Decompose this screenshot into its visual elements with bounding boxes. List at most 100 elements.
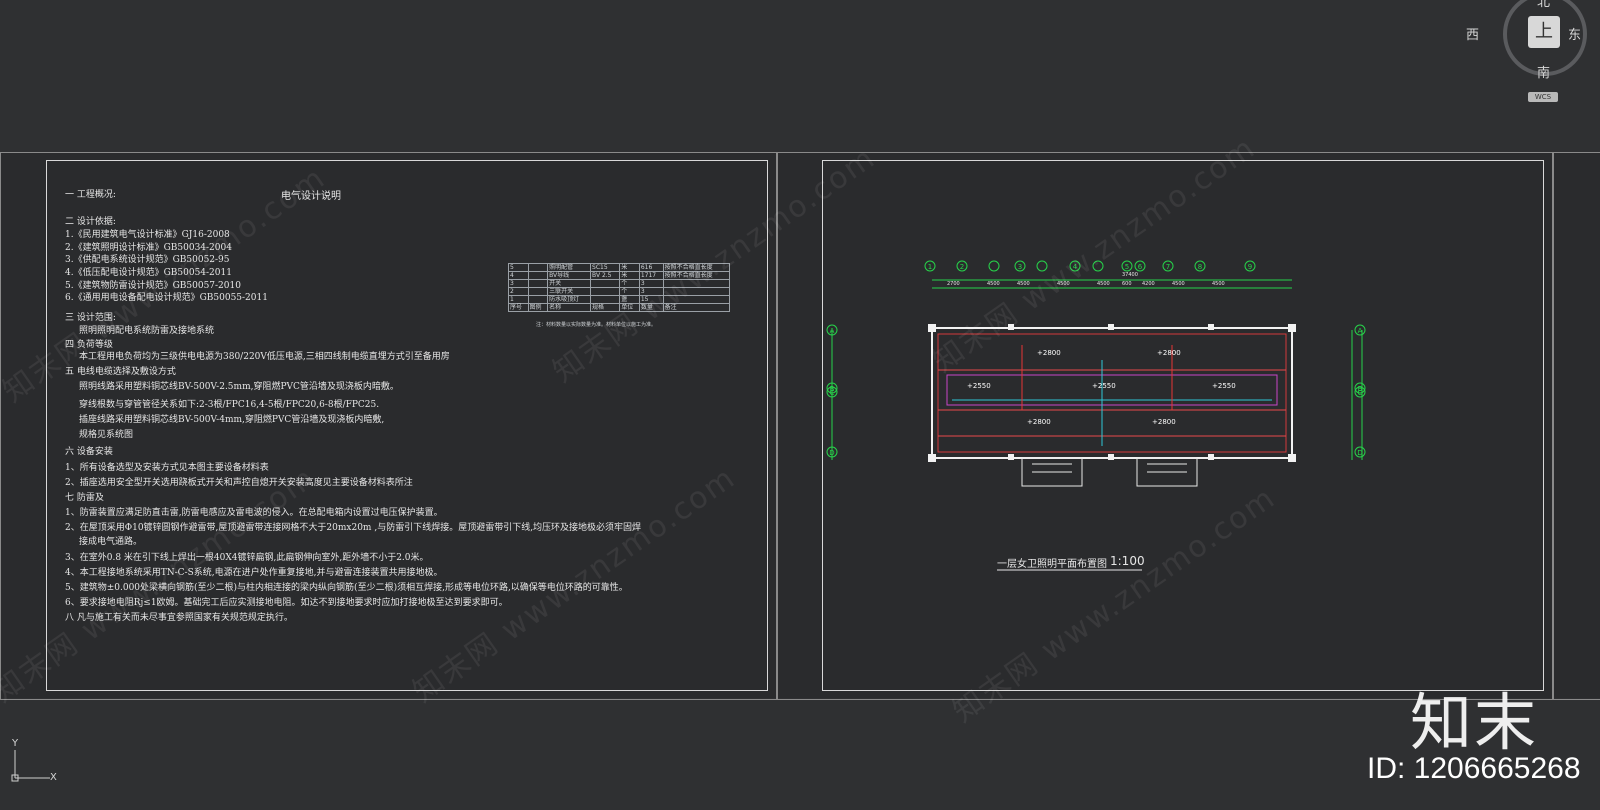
axis-bubble [826,382,838,394]
dimension-text: 4500 [1212,281,1225,287]
axis-label: A [1358,327,1363,335]
viewcube-ring[interactable] [1503,0,1587,76]
axis-bubble [1121,260,1133,272]
note-line: 照明照明配电系统防雷及接地系统 [79,326,215,336]
layout-sheet-band [0,152,1600,698]
note-line: 八 凡与施工有关而未尽事宜参照国家有关规范规定执行。 [65,613,293,623]
viewcube-west[interactable]: 西 [1466,28,1480,43]
dimension-text: 4500 [1097,281,1110,287]
note-line: 插座线路采用塑料铜芯线BV-500V-4mm,穿阻燃PVC管沿墙及现浇板内暗敷, [79,415,385,425]
axis-bubble [1354,382,1366,394]
note-line: 三 设计范围: [65,313,116,323]
axis-bubble [956,260,968,272]
note-line: 规格见系统图 [79,430,134,440]
note-line: 接成电气通路。 [79,537,143,547]
sheet1-frame: 电气设计说明 一 工程概况:二 设计依据:1.《民用建筑电气设计标准》GJ16-… [46,160,768,691]
axis-label: 5 [1125,263,1129,271]
axis-bubble [1244,260,1256,272]
legend-cell [527,263,549,272]
legend-cell: 图例 [527,303,549,312]
axis-bubble [1134,260,1146,272]
ucs-y-label: Y [12,738,19,749]
axis-label: 3 [1018,263,1022,271]
ucs-x-label: X [50,772,57,783]
sheet3-paper [1552,152,1600,700]
brand-logo: 知末 [1410,686,1539,759]
axis-bubble [1162,260,1174,272]
legend-cell: 规格 [590,303,621,312]
note-line: 4、本工程接地系统采用TN-C-S系统,电源在进户处作重复接地,并与避雷连接装置… [65,568,443,578]
note-line: 七 防雷及 [65,493,104,503]
dimension-text: 4500 [1017,281,1030,287]
sheet2-paper [776,152,1554,700]
sheet1-title: 电气设计说明 [281,191,341,202]
legend-cell [527,295,549,304]
axis-label: C [1358,389,1363,397]
dimension-text: 4500 [1057,281,1070,287]
axis-label: B [830,385,835,393]
legend-cell: 备注 [662,303,731,312]
axis-bubble [1354,446,1366,458]
legend-note: 注：材料数量以实际数量为准。材料单位以施工为准。 [536,322,657,328]
axis-bubble [1354,324,1366,336]
legend-cell: 米 [619,271,640,280]
note-line: 3.《供配电系统设计规范》GB50052-95 [65,255,230,265]
legend-cell [527,279,549,288]
legend-row: 序号图例名称规格单位数量备注 [508,303,731,312]
elevation-mark: +2800 [1157,349,1181,357]
note-line: 1、防雷装置应满足防直击雷,防雷电感应及雷电波的侵入。在总配电箱内设置过电压保护… [65,508,443,518]
axis-bubble [1036,260,1048,272]
legend-cell: SC15 [590,263,621,272]
axis-bubble [826,386,838,398]
axis-label: 9 [1248,263,1252,271]
legend-cell: 1 [508,295,529,304]
legend-cell: 名称 [547,303,592,312]
plan-scale: 1:100 [1110,554,1145,568]
axis-label: 8 [1198,263,1202,271]
axis-label: 6 [1138,263,1143,271]
viewcube-top-face[interactable]: 上 [1528,16,1560,48]
legend-cell [527,287,549,296]
axis-label: B [1358,385,1363,393]
legend-cell: 个 [619,279,640,288]
elevation-mark: +2550 [967,382,991,390]
dimension-text: 2700 [947,281,960,287]
note-line: 一 工程概况: [65,190,116,200]
legend-cell: 2 [508,287,529,296]
legend-cell: 防水吸顶灯 [547,295,592,304]
dimension-text: 600 [1122,281,1132,287]
viewcube-south[interactable]: 南 [1537,66,1551,81]
legend-cell: BV 2.5 [590,271,621,280]
note-line: 5.《建筑物防雷设计规范》GB50057-2010 [65,281,241,291]
viewcube-north[interactable]: 北 [1537,0,1551,10]
axis-label: A [830,327,835,335]
axis-bubble [826,446,838,458]
legend-cell: 3 [508,279,529,288]
note-line: 3、在室外0.8 米在引下线上焊出一根40X4镀锌扁钢,此扁钢伸向室外,距外墙不… [65,553,429,563]
dimension-text: 37400 [1122,272,1138,278]
axis-label: D [1357,449,1362,457]
note-line: 穿线根数与穿管管径关系如下:2-3根/FPC16,4-5根/FPC20,6-8根… [79,400,380,410]
plan-caption: 一层女卫照明平面布置图 [997,559,1107,570]
wcs-menu[interactable]: WCS [1528,92,1558,102]
note-line: 4.《低压配电设计规范》GB50054-2011 [65,268,232,278]
axis-bubble [1069,260,1081,272]
note-line: 6.《通用用电设备配电设计规范》GB50055-2011 [65,293,268,303]
note-line: 四 负荷等级 [65,340,113,350]
axis-label: 4 [1073,263,1078,271]
note-line: 1.《民用建筑电气设计标准》GJ16-2008 [65,230,230,240]
elevation-mark: +2550 [1092,382,1116,390]
dimension-text: 4500 [1172,281,1185,287]
viewcube[interactable]: 上 北 西 东 南 WCS [1466,0,1600,110]
legend-cell: 序号 [508,303,529,312]
sheet1-paper [0,152,778,700]
note-line: 2、在屋顶采用Φ10镀锌圆钢作避雷带,屋顶避雷带连接网格不大于20mx20m ,… [65,523,642,533]
elevation-mark: +2800 [1037,349,1061,357]
axis-bubble [1092,260,1104,272]
legend-cell: 5 [508,263,529,272]
viewcube-east[interactable]: 东 [1568,28,1582,43]
